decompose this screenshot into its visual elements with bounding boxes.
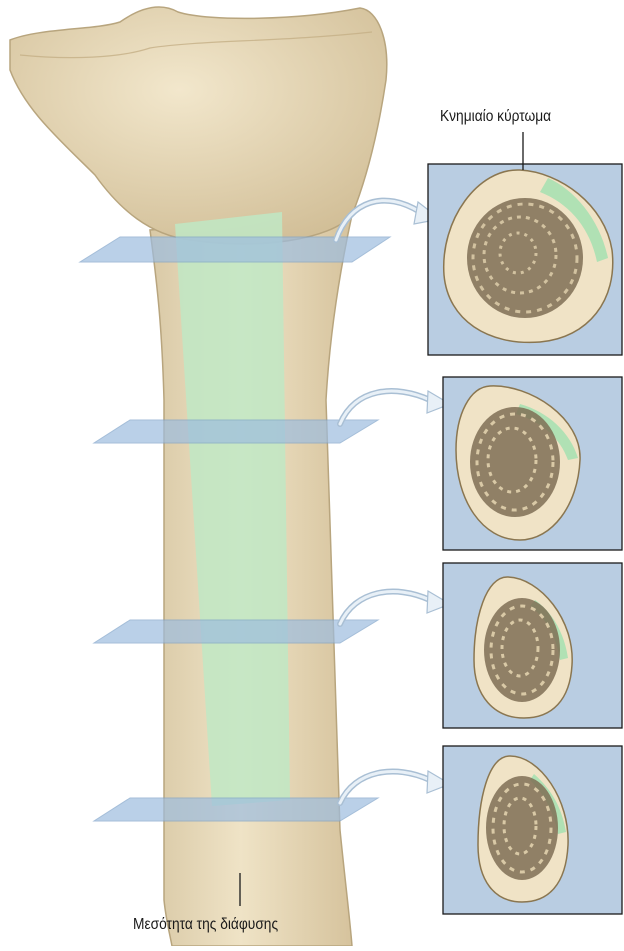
arrow-fills bbox=[336, 201, 430, 803]
section-panel-3 bbox=[443, 563, 622, 728]
tibial-tuberosity-label: Κνημιαίο κύρτωμα bbox=[440, 108, 551, 126]
trabecular-bone bbox=[470, 407, 560, 517]
mid-diaphysis-label: Μεσότητα της διάφυσης bbox=[133, 916, 278, 934]
trabecular-bone bbox=[467, 198, 583, 318]
section-plane-4 bbox=[94, 798, 378, 821]
section-panel-4 bbox=[443, 746, 622, 914]
section-plane-3 bbox=[94, 620, 378, 643]
section-panel-1 bbox=[428, 164, 622, 355]
tibia-head bbox=[10, 7, 387, 244]
trabecular-bone bbox=[484, 598, 560, 702]
section-plane-2 bbox=[94, 420, 378, 443]
section-plane-1 bbox=[80, 237, 390, 262]
trabecular-bone bbox=[486, 776, 558, 880]
section-panel-2 bbox=[443, 377, 622, 550]
arrows bbox=[336, 201, 430, 803]
